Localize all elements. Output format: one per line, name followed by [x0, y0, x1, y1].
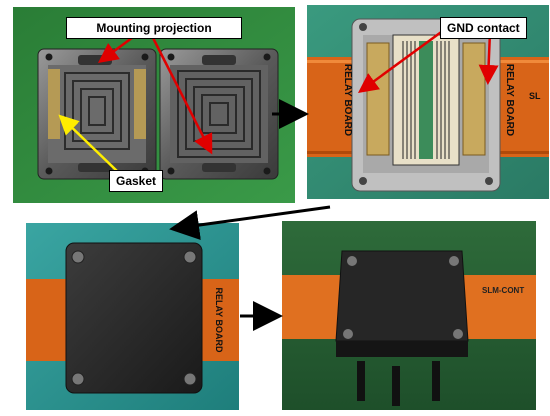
left-housing: [37, 48, 157, 180]
relay-board-label-right: RELAY BOARD: [504, 64, 515, 136]
callout-gasket: Gasket: [109, 170, 164, 192]
slm-cont-label: SLM-CONT: [482, 286, 524, 295]
right-housing: [159, 48, 279, 180]
photo-closed-cover-angle-art: SLM-CONT: [282, 221, 536, 410]
photo-closed-cover-art: RELAY BOARD: [26, 223, 239, 410]
relay-board-label-cover: RELAY BOARD: [214, 287, 224, 353]
slm-label-fragment: SL: [529, 91, 541, 101]
relay-board-label-left: RELAY BOARD: [342, 64, 353, 136]
photo-closed-cover-angle: SLM-CONT: [282, 221, 536, 410]
callout-gnd-contact: GND contact: [440, 17, 527, 39]
callout-mounting-projection: Mounting projection: [66, 17, 242, 39]
photo-closed-cover-top: RELAY BOARD: [26, 223, 239, 410]
